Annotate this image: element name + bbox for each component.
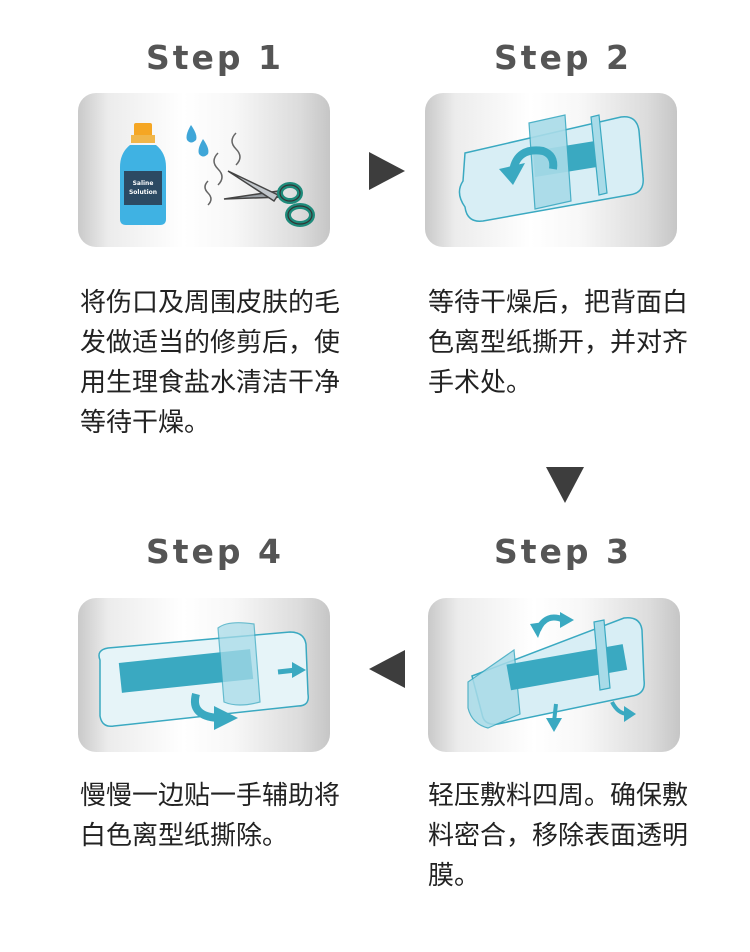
arrow-right-icon bbox=[369, 152, 405, 190]
step-1-title: Step 1 bbox=[146, 38, 284, 77]
arrow-left-icon bbox=[369, 650, 405, 688]
rotate-arrow-icon bbox=[499, 146, 558, 185]
peel-arrow-icon bbox=[191, 692, 219, 722]
step-4-description: 慢慢一边贴一手辅助将白色离型纸撕除。 bbox=[80, 781, 341, 851]
step-2-image bbox=[425, 93, 677, 247]
svg-text:Saline: Saline bbox=[133, 180, 154, 187]
step-1-image: Saline Solution bbox=[78, 93, 330, 247]
step-2-title: Step 2 bbox=[494, 38, 632, 77]
bottle-cap-icon bbox=[134, 123, 152, 137]
hair-lines-icon bbox=[213, 152, 223, 186]
step-3-description: 轻压敷料四周。确保敷料密合，移除表面透明膜。 bbox=[428, 781, 689, 891]
scissors-icon bbox=[223, 170, 315, 227]
step-1-description: 将伤口及周围皮肤的毛发做适当的修剪后，使用生理食盐水清洁干净等待干燥。 bbox=[80, 288, 341, 438]
arrow-down-icon bbox=[546, 467, 584, 503]
step-4-image bbox=[78, 598, 330, 752]
dressing-pad-icon bbox=[467, 617, 645, 729]
step-4-title: Step 4 bbox=[146, 532, 284, 571]
water-drop-icon bbox=[198, 139, 209, 157]
water-drop-icon bbox=[186, 125, 197, 143]
step-3-title: Step 3 bbox=[494, 532, 632, 571]
step-2-description: 等待干燥后，把背面白色离型纸撕开，并对齐手术处。 bbox=[428, 288, 689, 398]
step-3-image bbox=[428, 598, 680, 752]
dressing-pad-icon bbox=[98, 622, 310, 728]
svg-text:Solution: Solution bbox=[129, 189, 157, 196]
